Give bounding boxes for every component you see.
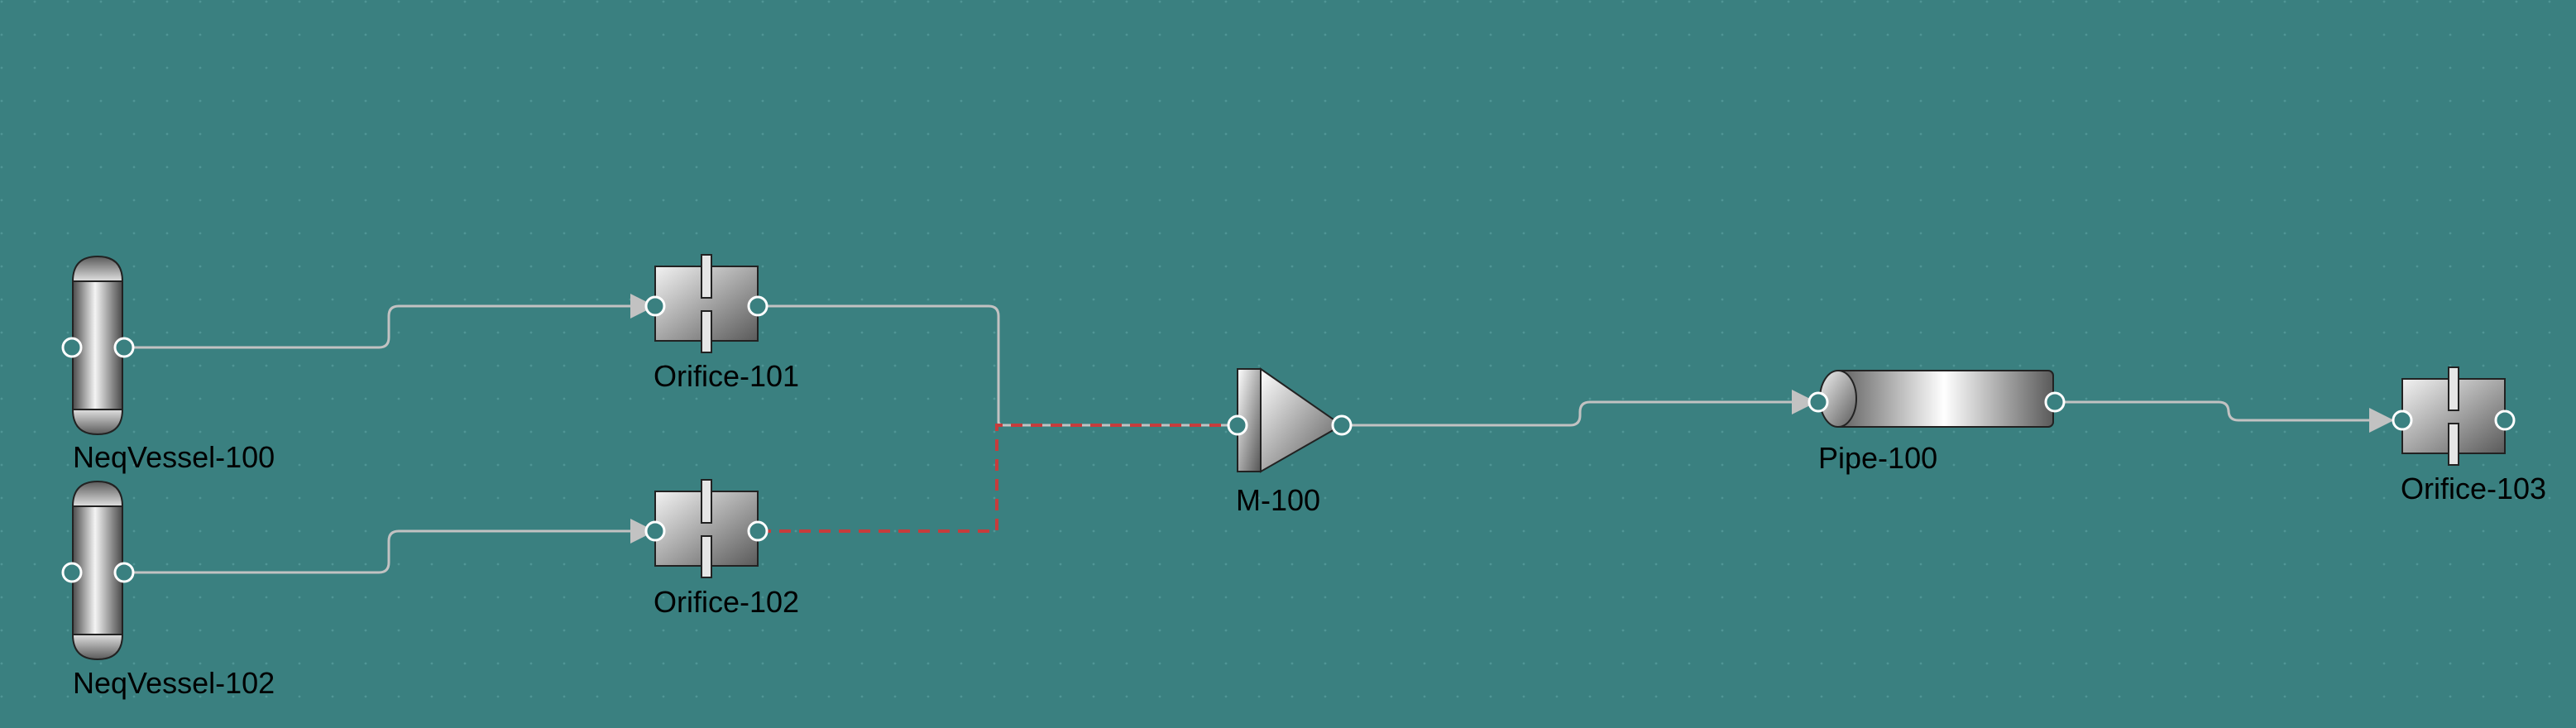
orifice-103[interactable]: Orifice-103 — [2392, 366, 2546, 505]
stream-orifice102-m100[interactable] — [759, 424, 1233, 533]
orifice-plate-top — [701, 479, 712, 524]
orifice-plate-bottom — [2448, 423, 2459, 466]
orifice-plate-bottom — [701, 310, 712, 353]
inlet-port[interactable] — [644, 520, 666, 542]
vessel-top-cap — [71, 255, 124, 282]
inlet-port[interactable] — [61, 337, 83, 358]
orifice-plate-top — [2448, 366, 2459, 411]
orifice-102[interactable]: Orifice-102 — [644, 479, 799, 619]
stream-neqvessel102-orifice102[interactable] — [124, 519, 655, 574]
outlet-port[interactable] — [1331, 414, 1353, 436]
orifice-plate-top — [701, 254, 712, 299]
pipe-100[interactable]: Pipe-100 — [1808, 370, 2066, 475]
outlet-port[interactable] — [747, 520, 768, 542]
vessel-top-cap — [71, 480, 124, 507]
unit-label: Orifice-101 — [654, 359, 799, 393]
stream-neqvessel100-orifice101[interactable] — [124, 294, 655, 349]
orifice-plate-bottom — [701, 535, 712, 578]
unit-label: NeqVessel-100 — [73, 440, 275, 474]
outlet-port[interactable] — [2044, 391, 2066, 413]
neqvessel-100[interactable]: NeqVessel-100 — [61, 255, 275, 474]
inlet-port[interactable] — [1227, 414, 1248, 436]
mixer-m100[interactable]: M-100 — [1227, 367, 1353, 517]
vessel-bottom-cap — [71, 409, 124, 436]
inlet-port[interactable] — [644, 295, 666, 317]
inlet-port[interactable] — [2392, 410, 2413, 431]
pipe-body — [1834, 370, 2054, 428]
outlet-port[interactable] — [113, 337, 135, 358]
unit-label: Pipe-100 — [1818, 441, 1937, 475]
neqvessel-102[interactable]: NeqVessel-102 — [61, 480, 275, 700]
inlet-port[interactable] — [1808, 391, 1829, 413]
outlet-port[interactable] — [747, 295, 768, 317]
unit-label: NeqVessel-102 — [73, 666, 275, 700]
vessel-bottom-cap — [71, 634, 124, 661]
streams — [124, 294, 2394, 574]
orifice-101[interactable]: Orifice-101 — [644, 254, 799, 393]
stream-pipe100-orifice103[interactable] — [2055, 400, 2394, 433]
mixer-triangle — [1260, 367, 1343, 473]
stream-m100-pipe100[interactable] — [1342, 390, 1817, 427]
outlet-port[interactable] — [113, 562, 135, 583]
inlet-port[interactable] — [61, 562, 83, 583]
unit-label: M-100 — [1236, 483, 1320, 517]
unit-label: Orifice-102 — [654, 585, 799, 619]
outlet-port[interactable] — [2494, 410, 2516, 431]
unit-label: Orifice-103 — [2401, 472, 2546, 505]
